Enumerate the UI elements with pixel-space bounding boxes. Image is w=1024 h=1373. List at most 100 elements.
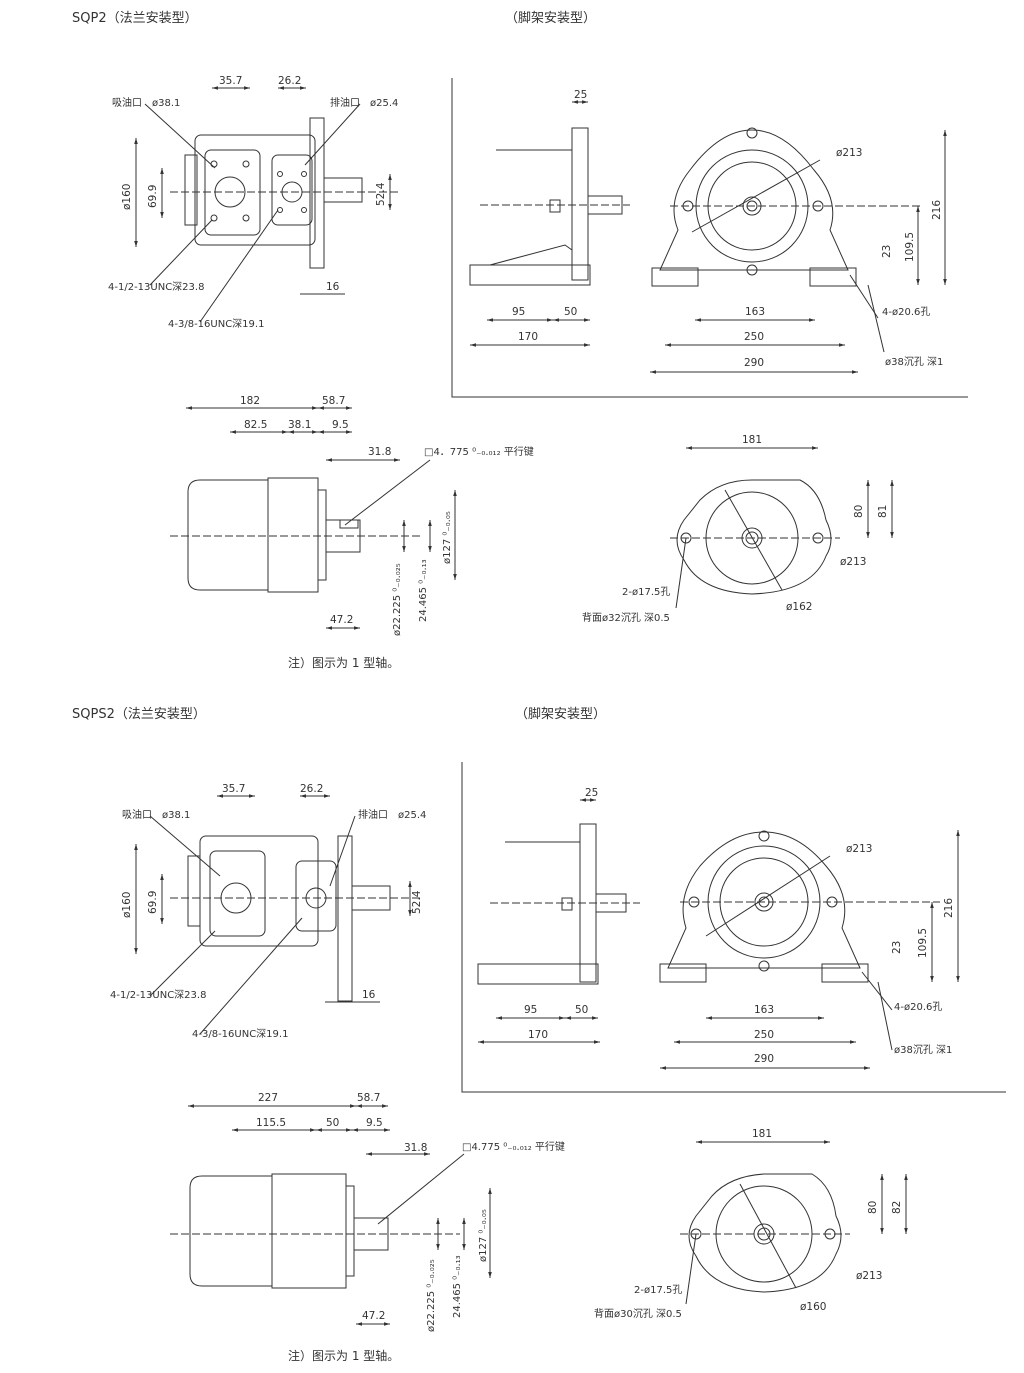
dim-69-9-2: 69.9 (147, 891, 159, 914)
end-213-2: ø213 (856, 1270, 882, 1282)
side-c: 58.7 (322, 395, 345, 407)
foot-side-view (469, 100, 630, 347)
dim-50: 50 (564, 306, 577, 318)
foot-side-view-2 (477, 798, 640, 1044)
dim-109-5: 109.5 (904, 232, 916, 262)
shaft-dia-2: ø22.225 ⁰₋₀.₀₂₅ (426, 1259, 437, 1332)
side-b-2: 50 (326, 1117, 339, 1129)
end-hole-2: 2-ø17.5孔 (634, 1284, 682, 1296)
dim-23-2: 23 (891, 941, 903, 954)
section-1-title: SQP2（法兰安装型） (72, 11, 198, 26)
dim-216: 216 (931, 200, 943, 220)
side-d-2: 9.5 (366, 1117, 383, 1129)
dim-25-2: 25 (585, 787, 598, 799)
side-e-2: 31.8 (404, 1142, 427, 1154)
dim-35-7: 35.7 (219, 75, 242, 87)
side-47-2: 47.2 (362, 1310, 385, 1322)
inlet-label: 吸油口 ø38.1 (112, 96, 180, 109)
end-8x-2: 82 (891, 1201, 903, 1214)
dim-52-4: 52.4 (375, 182, 387, 206)
dim-160: ø160 (121, 184, 133, 210)
end-spot-2: 背面ø30沉孔 深0.5 (594, 1307, 682, 1320)
key-label: □4．775 ⁰₋₀.₀₁₂ 平行键 (424, 445, 534, 458)
note-1: 注）图示为 1 型轴。 (288, 655, 399, 670)
shaft-dia: ø22.225 ⁰₋₀.₀₂₅ (392, 563, 403, 636)
dim-250-2: 250 (754, 1029, 774, 1041)
pilot-dia-2: ø127 ⁰₋₀.₀₅ (478, 1209, 489, 1262)
dim-23: 23 (881, 245, 893, 258)
foot-spot: ø38沉孔 深1 (885, 355, 943, 368)
side-47: 47.2 (330, 614, 353, 626)
side-total: 182 (240, 395, 260, 407)
end-181: 181 (742, 434, 762, 446)
section-2-title: SQPS2（法兰安装型） (72, 707, 206, 722)
end-spot: 背面ø32沉孔 深0.5 (582, 611, 670, 624)
foot-front-view (650, 127, 947, 374)
end-16x-2: ø160 (800, 1301, 826, 1313)
flange-front-view (134, 86, 400, 323)
end-8x: 81 (877, 505, 889, 518)
dim-16-2: 16 (362, 989, 376, 1001)
note-2: 注）图示为 1 型轴。 (288, 1348, 399, 1363)
end-80-2: 80 (867, 1201, 879, 1214)
dim-50-2: 50 (575, 1004, 588, 1016)
foot-hole: 4-ø20.6孔 (882, 306, 930, 318)
thread-2-2: 4-3/8-16UNC深19.1 (192, 1028, 288, 1040)
outlet-label: 排油口 ø25.4 (330, 96, 398, 109)
section-1-drawings: 35.7 26.2 吸油口 ø38.1 排油口 ø25.4 ø160 69.9 … (108, 75, 968, 670)
dim-216-2: 216 (943, 898, 955, 918)
key-label-2: □4.775 ⁰₋₀.₀₁₂ 平行键 (462, 1140, 565, 1153)
section-2-drawings: 35.7 26.2 吸油口 ø38.1 排油口 ø25.4 ø160 69.9 … (110, 762, 1006, 1363)
dim-290: 290 (744, 357, 764, 369)
dim-170-2: 170 (528, 1029, 548, 1041)
thread-1: 4-1/2-13UNC深23.8 (108, 281, 204, 293)
dim-163: 163 (745, 306, 765, 318)
side-total-2: 227 (258, 1092, 278, 1104)
side-a-2: 115.5 (256, 1117, 286, 1129)
dim-95: 95 (512, 306, 525, 318)
inlet-label-2: 吸油口 ø38.1 (122, 808, 190, 821)
dim-250: 250 (744, 331, 764, 343)
side-d: 9.5 (332, 419, 349, 431)
thread-2: 4-3/8-16UNC深19.1 (168, 318, 264, 330)
foot-front-view-2 (659, 830, 960, 1070)
dim-69-9: 69.9 (147, 185, 159, 208)
end-16x: ø162 (786, 601, 812, 613)
dim-25: 25 (574, 89, 587, 101)
foot-hole-2: 4-ø20.6孔 (894, 1001, 942, 1013)
side-e: 31.8 (368, 446, 391, 458)
dim-290-2: 290 (754, 1053, 774, 1065)
pilot-dia: ø127 ⁰₋₀.₀₅ (442, 511, 453, 564)
side-view (170, 406, 457, 630)
end-213: ø213 (840, 556, 866, 568)
end-hole: 2-ø17.5孔 (622, 586, 670, 598)
side-b: 38.1 (288, 419, 311, 431)
outlet-label-2: 排油口 ø25.4 (358, 808, 426, 821)
flange-front-view-2 (134, 794, 420, 1035)
dim-170: 170 (518, 331, 538, 343)
section-1-foot-title: （脚架安装型） (505, 11, 597, 26)
dim-160-2: ø160 (121, 892, 133, 918)
dim-16: 16 (326, 281, 340, 293)
dim-26-2-2: 26.2 (300, 783, 323, 795)
dim-35-7-2: 35.7 (222, 783, 245, 795)
dim-26-2: 26.2 (278, 75, 301, 87)
dim-213: ø213 (836, 147, 862, 159)
end-181-2: 181 (752, 1128, 772, 1140)
dim-213-2: ø213 (846, 843, 872, 855)
dim-95-2: 95 (524, 1004, 537, 1016)
shaft-dim2: 24.465 ⁰₋₀.₁₃ (418, 559, 429, 622)
end-view (670, 446, 894, 609)
section-2-foot-title: （脚架安装型） (515, 707, 607, 722)
dim-163-2: 163 (754, 1004, 774, 1016)
shaft-dim2-2: 24.465 ⁰₋₀.₁₃ (452, 1255, 463, 1318)
dim-109-5-2: 109.5 (917, 928, 929, 958)
side-view-2 (170, 1104, 492, 1326)
end-80: 80 (853, 505, 865, 518)
end-view-2 (680, 1140, 908, 1305)
side-a: 82.5 (244, 419, 267, 431)
foot-spot-2: ø38沉孔 深1 (894, 1043, 952, 1056)
dim-52-4-2: 52.4 (411, 890, 423, 914)
side-c-2: 58.7 (357, 1092, 380, 1104)
